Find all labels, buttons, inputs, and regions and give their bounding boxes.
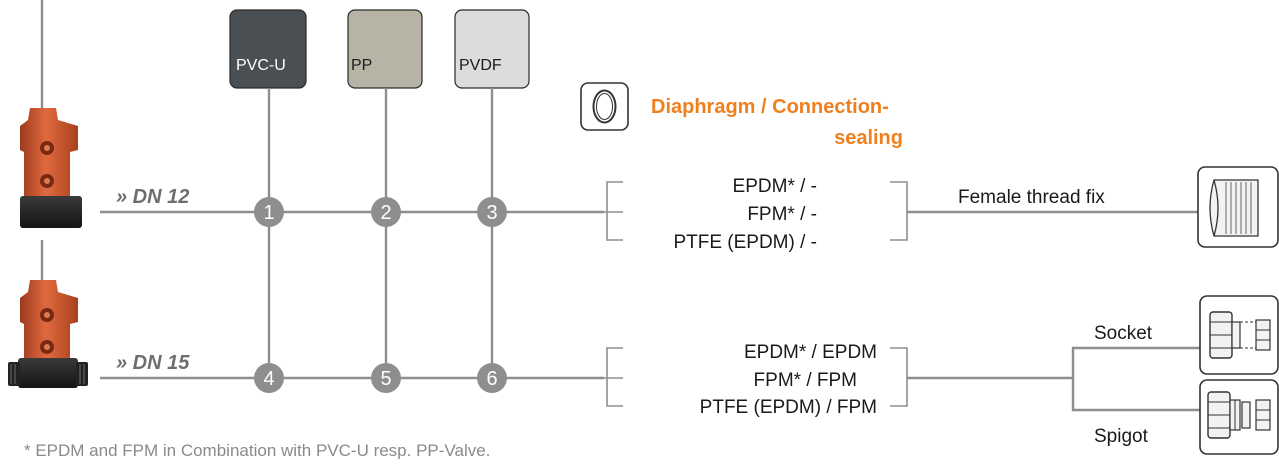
sealing-heading-line2: sealing — [834, 127, 903, 149]
sealing-option: PTFE (EPDM) / FPM — [700, 397, 877, 418]
material-box-pp: PP — [347, 9, 423, 89]
connection-label-spigot: Spigot — [1094, 426, 1149, 447]
socket-icon — [1199, 295, 1279, 375]
connection-label-socket: Socket — [1094, 323, 1153, 344]
sealing-bracket-right-dn12 — [890, 181, 908, 241]
sealing-bracket-left-dn12 — [604, 181, 623, 241]
valve-dn15-image — [8, 280, 88, 388]
node-4: 4 — [254, 363, 284, 393]
material-label-pp: PP — [351, 57, 372, 74]
valve-dn12-image — [20, 108, 82, 228]
sealing-bracket-right-dn15 — [890, 347, 908, 407]
node-1: 1 — [254, 197, 284, 227]
o-ring-icon — [580, 82, 629, 131]
svg-text:1: 1 — [263, 202, 274, 224]
footnote: * EPDM and FPM in Combination with PVC-U… — [24, 441, 490, 459]
node-6: 6 — [477, 363, 507, 393]
node-5: 5 — [371, 363, 401, 393]
dn12-label: » DN 12 — [116, 186, 189, 208]
connection-split-dn15 — [1071, 346, 1200, 412]
material-label-pvc-u: PVC-U — [236, 57, 286, 74]
sealing-heading-line1: Diaphragm / Connection- — [651, 96, 889, 118]
material-box-pvc-u: PVC-U — [229, 9, 307, 89]
svg-text:6: 6 — [486, 368, 497, 390]
sealing-option: FPM* / - — [747, 204, 817, 225]
node-2: 2 — [371, 197, 401, 227]
svg-text:2: 2 — [380, 202, 391, 224]
node-3: 3 — [477, 197, 507, 227]
svg-text:5: 5 — [380, 368, 391, 390]
connection-label-female-thread: Female thread fix — [958, 187, 1105, 208]
sealing-option: EPDM* / - — [733, 176, 817, 197]
sealing-option: FPM* / FPM — [754, 370, 857, 391]
sealing-option: EPDM* / EPDM — [744, 342, 877, 363]
dn15-label: » DN 15 — [116, 352, 190, 374]
svg-text:3: 3 — [486, 202, 497, 224]
material-label-pvdf: PVDF — [459, 57, 502, 74]
material-box-pvdf: PVDF — [454, 9, 530, 89]
sealing-bracket-left-dn15 — [604, 347, 623, 407]
female-thread-icon — [1197, 166, 1279, 248]
sealing-option: PTFE (EPDM) / - — [673, 232, 817, 253]
spigot-icon — [1199, 379, 1279, 455]
svg-text:4: 4 — [263, 368, 274, 390]
